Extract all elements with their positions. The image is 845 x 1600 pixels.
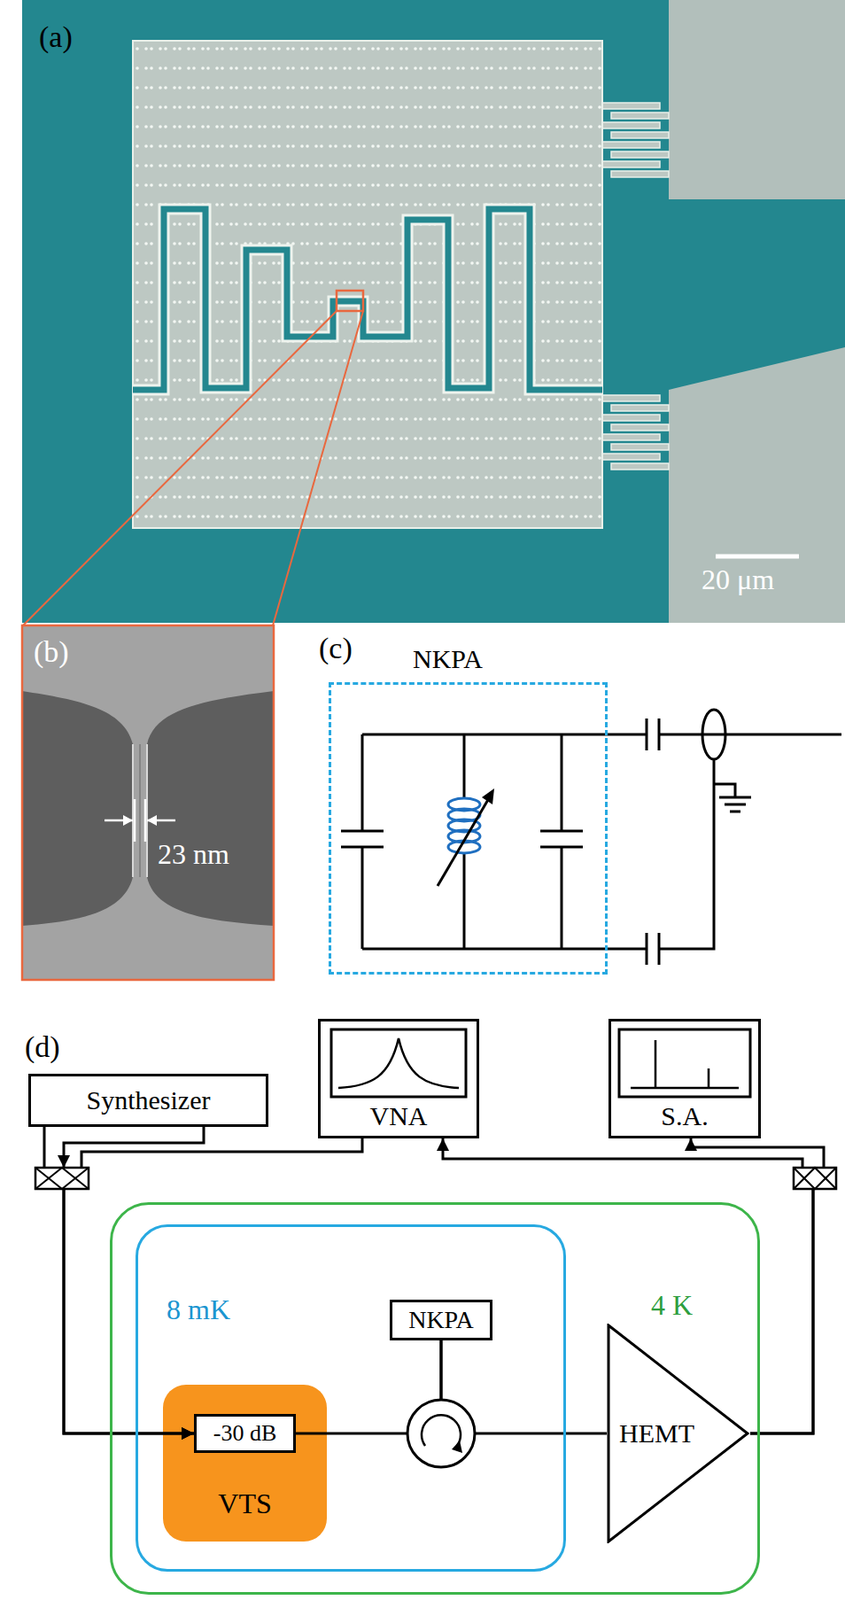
sem-zoom bbox=[22, 625, 274, 980]
node-text: 8 mK bbox=[166, 1293, 231, 1326]
node-text: NKPA bbox=[412, 643, 483, 675]
sem-image bbox=[22, 0, 845, 626]
attenuator-box: -30 dB bbox=[193, 1413, 296, 1453]
attenuator-stage: -30 dB VTS bbox=[162, 1384, 327, 1542]
node-text: 4 K bbox=[651, 1288, 693, 1322]
scale-label: 20 μm bbox=[701, 563, 775, 597]
coupler-symbol bbox=[35, 1167, 837, 1189]
amplifier-circuit-box: NKPA bbox=[328, 682, 608, 975]
dimension-label: 23 nm bbox=[157, 837, 230, 871]
instrument-box: S.A. bbox=[608, 1018, 761, 1139]
node-text: NKPA bbox=[408, 1305, 474, 1334]
temperature-stage: NKPA -30 dB VTS 8 mK bbox=[135, 1224, 566, 1572]
node-text: S.A. bbox=[660, 1100, 708, 1132]
circuit bbox=[341, 709, 842, 965]
panel-label: (c) bbox=[318, 630, 353, 666]
instrument-box: VNA bbox=[317, 1018, 480, 1139]
panel-label: (b) bbox=[33, 634, 70, 669]
node-text: VTS bbox=[217, 1487, 272, 1520]
attenuator-fill bbox=[162, 1384, 327, 1542]
amplifier-triangle: HEMT bbox=[606, 1323, 751, 1543]
temperature-stage: NKPA -30 dB VTS 8 mK HEMT 4 K bbox=[109, 1201, 760, 1595]
scale-bar bbox=[715, 554, 799, 559]
node-text: Synthesizer bbox=[86, 1085, 211, 1117]
panel-label: (a) bbox=[38, 19, 73, 55]
circulator-symbol bbox=[407, 1399, 475, 1467]
signal-wire bbox=[63, 1138, 363, 1434]
node-text: HEMT bbox=[619, 1418, 695, 1450]
panel-label: (d) bbox=[24, 1029, 61, 1064]
device-box: NKPA bbox=[389, 1299, 493, 1341]
instrument-box: Synthesizer bbox=[28, 1073, 269, 1127]
instrument-screens bbox=[331, 1029, 751, 1097]
node-text: VNA bbox=[370, 1100, 428, 1132]
wire bbox=[63, 1126, 204, 1168]
node-text: -30 dB bbox=[213, 1419, 278, 1447]
